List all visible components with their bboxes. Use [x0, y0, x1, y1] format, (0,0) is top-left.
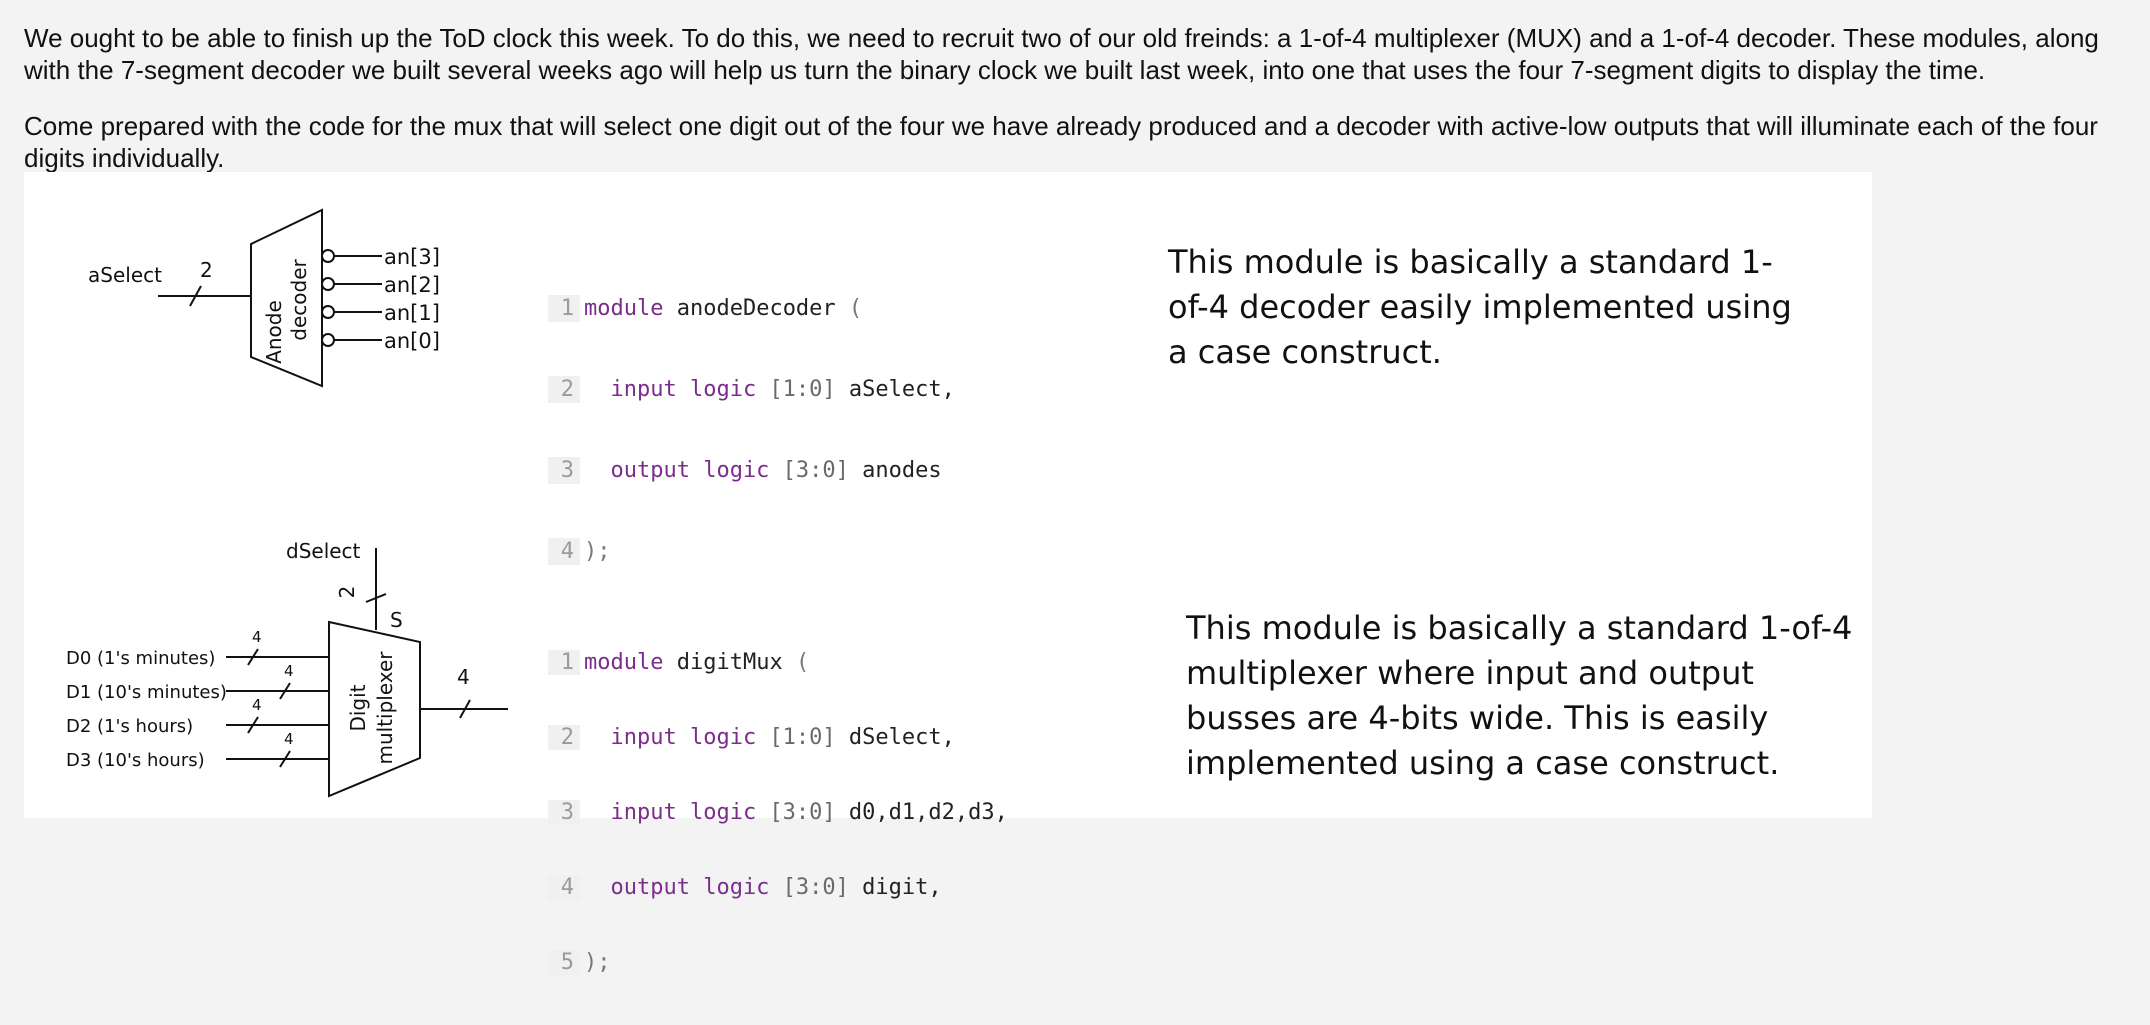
anode-decoder-block	[250, 208, 323, 388]
aselect-label: aSelect	[88, 263, 162, 287]
digit-mux-diagram: dSelect 2 S Digit multiplexer D0 (1's mi…	[66, 539, 508, 798]
input-d3-width: 4	[284, 730, 294, 748]
anode-label: Anode	[262, 300, 286, 364]
anode-decoder-note: This module is basically a standard 1-of…	[1168, 243, 1792, 371]
digit-label: Digit	[346, 684, 370, 731]
digit-mux-block	[328, 620, 421, 798]
digit-mux-note: This module is basically a standard 1-of…	[1186, 609, 1853, 782]
input-d1-width: 4	[284, 662, 294, 680]
code-line: 2 input logic [1:0] dSelect,	[548, 725, 1008, 750]
output-an0-label: an[0]	[384, 329, 440, 353]
output-an3-label: an[3]	[384, 245, 440, 269]
input-d1-label: D1 (10's minutes)	[66, 682, 227, 703]
select-pin-label: S	[390, 608, 403, 632]
input-d0-label: D0 (1's minutes)	[66, 648, 215, 669]
dselect-label: dSelect	[286, 539, 361, 563]
code-line: 4);	[548, 538, 955, 565]
code-line: 2 input logic [1:0] aSelect,	[548, 376, 955, 403]
code-line: 4 output logic [3:0] digit,	[548, 875, 1008, 900]
input-d0-width: 4	[252, 628, 262, 646]
output-width-label: 4	[457, 665, 470, 689]
input-d2-label: D2 (1's hours)	[66, 716, 193, 737]
aselect-width-label: 2	[200, 258, 213, 282]
decoder-label: decoder	[287, 259, 311, 341]
input-d3-label: D3 (10's hours)	[66, 750, 205, 771]
code-line: 5);	[548, 950, 1008, 975]
code-line: 3 output logic [3:0] anodes	[548, 457, 955, 484]
code-line: 3 input logic [3:0] d0,d1,d2,d3,	[548, 800, 1008, 825]
intro-paragraph-2: Come prepared with the code for the mux …	[24, 111, 2098, 173]
multiplexer-label: multiplexer	[373, 651, 397, 765]
content-panel: aSelect 2 Anode decoder an[3] an[2] an[1…	[24, 172, 1872, 975]
anode-decoder-diagram: aSelect 2 Anode decoder an[3] an[2] an[1…	[88, 208, 440, 388]
intro-paragraph-1: We ought to be able to finish up the ToD…	[24, 23, 2099, 85]
dselect-width-label: 2	[335, 586, 359, 599]
output-an1-label: an[1]	[384, 301, 440, 325]
input-d2-width: 4	[252, 696, 262, 714]
output-an2-label: an[2]	[384, 273, 440, 297]
